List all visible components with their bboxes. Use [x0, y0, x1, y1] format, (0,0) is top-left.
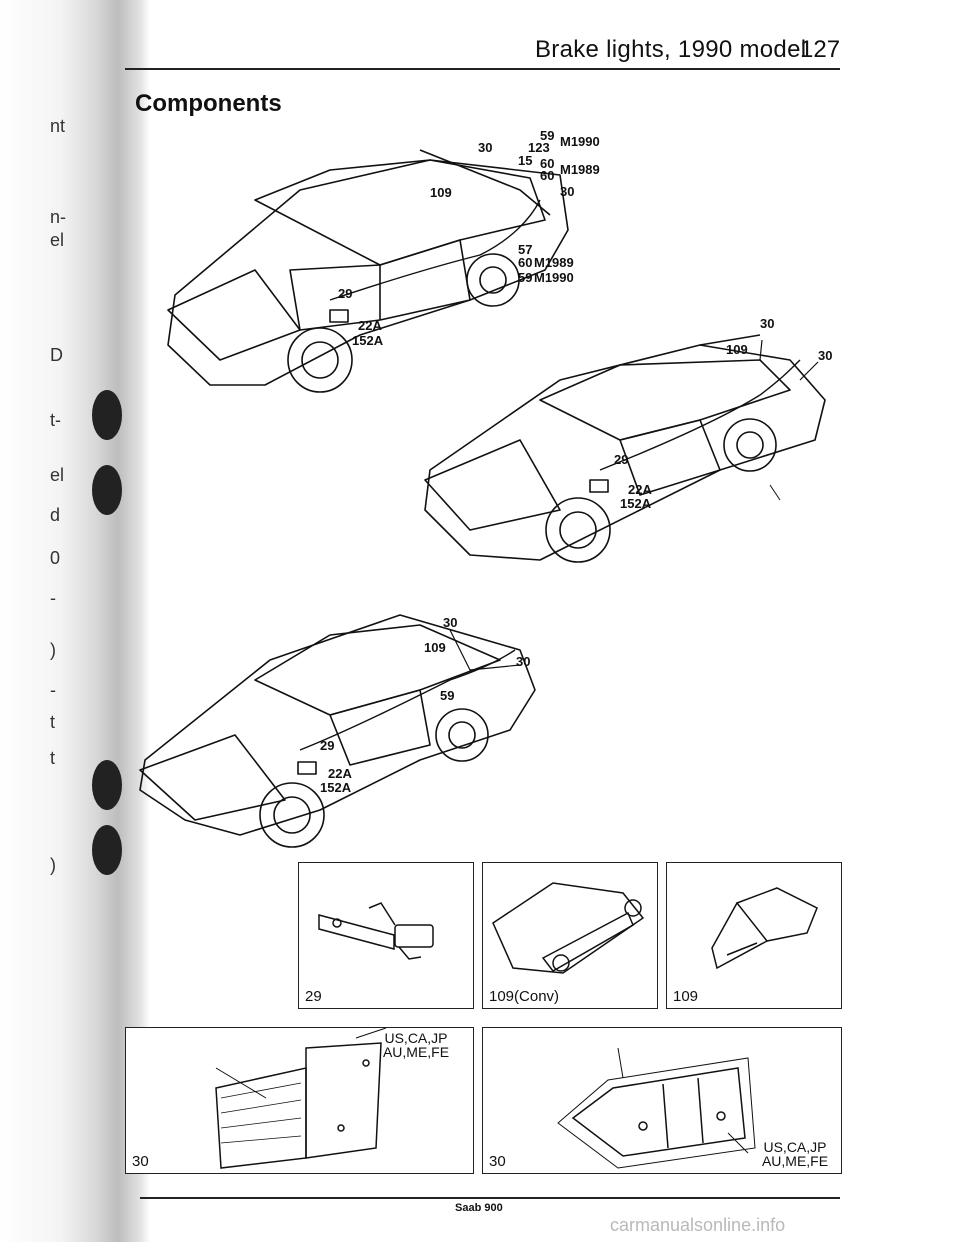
callout: 30 [560, 184, 574, 199]
callout: 152A [620, 496, 652, 511]
car3-callouts: 30 109 30 59 29 22A 152A [320, 615, 530, 795]
callout: M1989 [560, 162, 600, 177]
binding-hole [92, 390, 122, 440]
callout: 152A [352, 333, 384, 348]
panel-caption: 30 [489, 1153, 506, 1170]
callout: 30 [516, 654, 530, 669]
margin-fragment: ) [50, 640, 56, 660]
callout: M1990 [534, 270, 574, 285]
margin-fragment: nt [50, 116, 66, 136]
callout: 59 [540, 128, 554, 143]
callout: 29 [338, 286, 352, 301]
part-panel-30-right: US,CA,JP AU,ME,FE 30 [482, 1027, 842, 1174]
callout: 22A [328, 766, 352, 781]
part-panel-109: 109 [666, 862, 842, 1009]
rear-light-cluster-illustration [557, 1047, 756, 1169]
callout: M1989 [534, 255, 574, 270]
callout: 60 [518, 255, 532, 270]
page-number: 127 [800, 36, 841, 63]
margin-fragment: t [50, 712, 56, 732]
part-panel-30-left: US,CA,JP AU,ME,FE 30 [125, 1027, 474, 1174]
callout: 109 [726, 342, 748, 357]
margin-fragment: - [50, 680, 56, 700]
margin-fragment: ) [50, 855, 56, 875]
part-panel-29: 29 [298, 862, 474, 1009]
car1-callouts: 30 59 123 M1990 15 60 60 M1989 30 109 57… [338, 128, 600, 348]
panel-caption: 29 [305, 988, 322, 1005]
callout: 30 [818, 348, 832, 363]
panel-caption: 109(Conv) [489, 988, 560, 1005]
margin-fragment: el [50, 465, 65, 485]
callout: 60 [540, 168, 554, 183]
callout: 30 [478, 140, 492, 155]
page-header-title: Brake lights, 1990 model [535, 36, 807, 63]
callout: 152A [320, 780, 352, 795]
section-heading: Components [135, 90, 282, 117]
margin-fragment: - [50, 588, 56, 608]
callout: 57 [518, 242, 532, 257]
callout: 30 [760, 316, 774, 331]
footer-rule [140, 1197, 840, 1199]
margin-fragment: el [50, 230, 65, 250]
high-mount-brake-light-illustration [711, 887, 818, 970]
rear-light-unit-illustration [215, 1028, 387, 1169]
callout: 22A [358, 318, 382, 333]
watermark: carmanualsonline.info [610, 1215, 786, 1235]
callout: 59 [518, 270, 532, 285]
margin-fragment: t [50, 748, 56, 768]
callout: M1990 [560, 134, 600, 149]
callout: 15 [518, 153, 532, 168]
margin-fragment: t- [50, 410, 61, 430]
panel-note: US,CA,JP AU,ME,FE [382, 1030, 450, 1060]
callout: 60 [540, 156, 554, 171]
callout: 59 [440, 688, 454, 703]
margin-fragment: 0 [50, 548, 61, 568]
callout: 123 [528, 140, 550, 155]
high-mount-brake-light-conv-illustration [492, 882, 645, 974]
binding-hole [92, 465, 122, 515]
callout: 29 [320, 738, 334, 753]
callout: 22A [628, 482, 652, 497]
callout: 109 [430, 185, 452, 200]
callout: 109 [424, 640, 446, 655]
footer-text: Saab 900 [455, 1202, 503, 1214]
brake-light-switch-illustration [318, 902, 434, 960]
panel-note: US,CA,JP AU,ME,FE [761, 1139, 829, 1169]
header-rule [125, 68, 840, 70]
panel-caption: 30 [132, 1153, 149, 1170]
binding-hole [92, 825, 122, 875]
margin-fragment: d [50, 505, 61, 525]
margin-fragment: n- [50, 207, 67, 227]
callout: 29 [614, 452, 628, 467]
panel-caption: 109 [673, 988, 699, 1005]
part-panel-109-conv: 109(Conv) [482, 862, 658, 1009]
callout: 30 [443, 615, 457, 630]
car2-callouts: 30 109 30 29 22A 152A [614, 316, 832, 511]
margin-fragment: D [50, 345, 63, 365]
binding-hole [92, 760, 122, 810]
